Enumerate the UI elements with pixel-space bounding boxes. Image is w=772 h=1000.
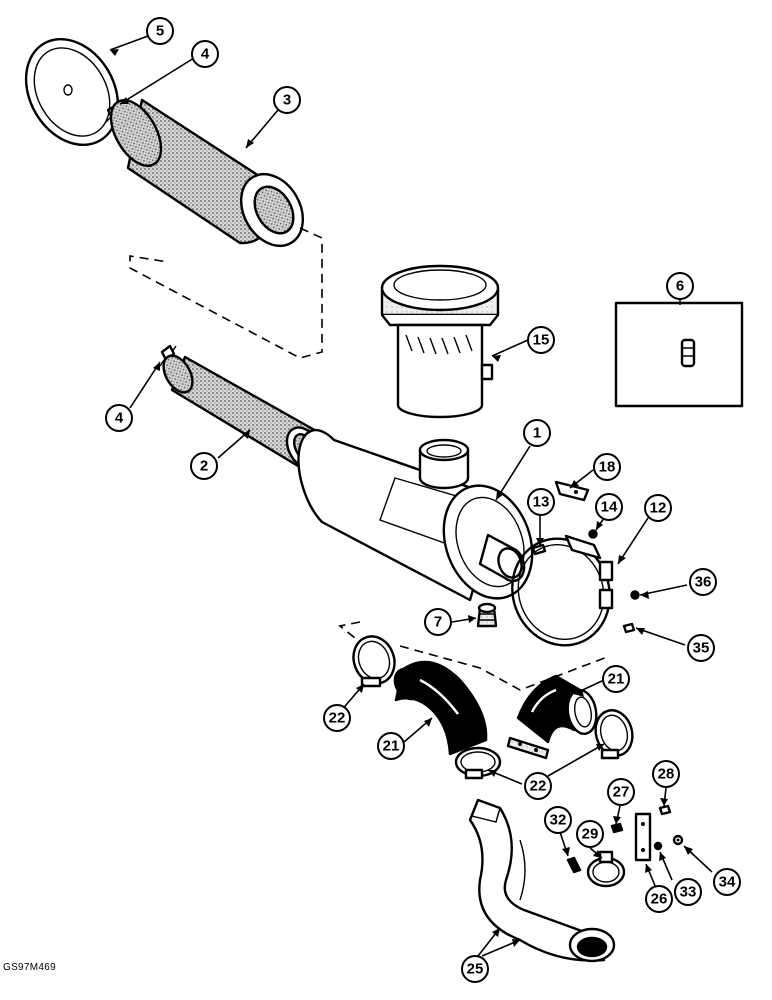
nut-34-part — [672, 834, 684, 846]
svg-text:6: 6 — [676, 278, 684, 295]
svg-text:13: 13 — [533, 494, 550, 511]
callout-36: 36 — [689, 568, 717, 596]
dashed-assembly-line-lower — [338, 621, 611, 691]
svg-text:21: 21 — [608, 671, 625, 688]
svg-text:5: 5 — [156, 23, 164, 40]
callout-33: 33 — [674, 878, 702, 906]
callout-14: 14 — [595, 493, 623, 521]
svg-text:21: 21 — [383, 738, 400, 755]
callout-2: 2 — [190, 452, 218, 480]
hose-clamp-center-part — [454, 746, 502, 780]
mounting-band-part — [511, 534, 614, 647]
svg-text:12: 12 — [650, 500, 667, 517]
callout-18: 18 — [593, 453, 621, 481]
callout-15: 15 — [527, 326, 555, 354]
callout-22-lower: 22 — [524, 772, 552, 800]
svg-text:2: 2 — [200, 458, 208, 475]
callout-12: 12 — [644, 494, 672, 522]
callout-25: 25 — [461, 955, 489, 983]
svg-text:33: 33 — [680, 884, 697, 901]
callout-4-lower: 4 — [105, 404, 133, 432]
elbow-hose-left-part — [393, 660, 488, 756]
callout-22-left: 22 — [323, 704, 351, 732]
svg-text:27: 27 — [613, 784, 630, 801]
callout-6: 6 — [666, 272, 694, 300]
callout-34: 34 — [713, 868, 741, 896]
svg-text:28: 28 — [658, 766, 675, 783]
svg-text:4: 4 — [115, 410, 124, 427]
callout-1: 1 — [523, 419, 551, 447]
callout-7: 7 — [424, 608, 452, 636]
wing-nut-lower-part — [159, 344, 177, 367]
end-cover-part — [24, 37, 120, 147]
svg-text:25: 25 — [467, 961, 484, 978]
callout-26: 26 — [645, 885, 673, 913]
bolt-32-part — [566, 856, 582, 874]
callout-27: 27 — [607, 778, 635, 806]
svg-text:26: 26 — [651, 891, 668, 908]
bracket-plate-part — [634, 812, 652, 862]
clamp-29-part — [586, 850, 626, 888]
svg-text:7: 7 — [434, 614, 442, 631]
svg-text:32: 32 — [550, 812, 567, 829]
detail-box-part — [614, 301, 744, 408]
callout-28: 28 — [652, 760, 680, 788]
svg-text:14: 14 — [601, 499, 618, 516]
nut-36-part — [630, 590, 640, 600]
intake-pipe-part — [468, 798, 616, 963]
svg-text:35: 35 — [693, 640, 710, 657]
hose-clamp-right-part — [594, 709, 634, 760]
dashed-assembly-line-upper — [129, 227, 323, 359]
air-cleaner-housing-part — [297, 428, 534, 602]
svg-text:15: 15 — [533, 332, 550, 349]
hose-clamp-small-part — [506, 736, 550, 760]
svg-text:1: 1 — [533, 425, 541, 442]
washer-33-part — [653, 841, 663, 851]
svg-text:22: 22 — [329, 710, 346, 727]
callout-21-left: 21 — [377, 732, 405, 760]
callout-32: 32 — [544, 806, 572, 834]
callout-35: 35 — [687, 634, 715, 662]
svg-text:22: 22 — [530, 778, 547, 795]
svg-text:4: 4 — [201, 46, 210, 63]
svg-text:34: 34 — [719, 874, 736, 891]
washer-28-part — [658, 804, 672, 816]
elbow-hose-right-part — [516, 674, 598, 744]
svg-text:3: 3 — [283, 92, 291, 109]
vacuator-valve-part — [554, 480, 590, 502]
nut-14-part — [588, 529, 598, 539]
figure-reference-code: GS97M469 — [3, 962, 56, 973]
service-indicator-part — [476, 602, 498, 628]
callout-5: 5 — [146, 17, 174, 45]
svg-text:18: 18 — [599, 459, 616, 476]
svg-text:29: 29 — [582, 826, 599, 843]
svg-text:36: 36 — [695, 574, 712, 591]
nut-27-part — [610, 822, 624, 834]
bolt-35-part — [622, 622, 636, 634]
hose-clamp-left-part — [352, 635, 396, 688]
precleaner-part — [380, 264, 500, 419]
callout-29: 29 — [576, 820, 604, 848]
callout-4-upper: 4 — [191, 40, 219, 68]
callout-13: 13 — [527, 488, 555, 516]
primary-filter-element-part — [109, 98, 305, 247]
callout-3: 3 — [273, 86, 301, 114]
callout-21-right: 21 — [602, 665, 630, 693]
